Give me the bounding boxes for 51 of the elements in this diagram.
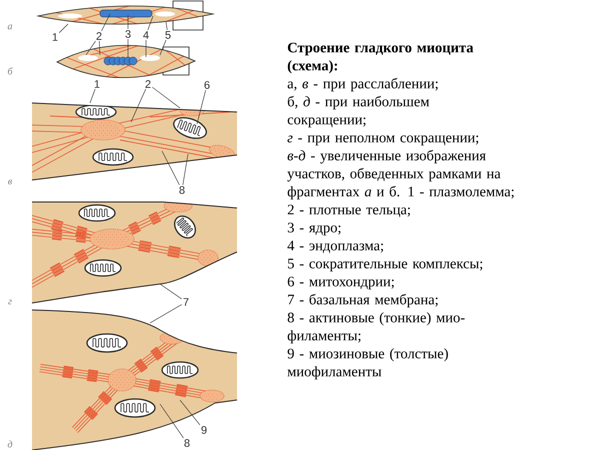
- cell-drawing: [56, 44, 196, 78]
- cell-drawing: [38, 6, 214, 25]
- leader-line: [101, 14, 110, 32]
- leader-line: [196, 90, 206, 124]
- callout-number: 1: [52, 33, 58, 41]
- callout-number: 4: [143, 31, 149, 39]
- legend-text: в-д - увеличенные изображения участков, обведенных рамками на фрагментах а и б. 1 - плазмолемма;: [287, 150, 514, 200]
- leader-line: [148, 16, 154, 30]
- legend-text: 2 - плотные тельца;: [288, 204, 410, 218]
- panel-letter: б: [8, 67, 13, 75]
- callout-number: 3: [125, 30, 131, 38]
- leader-line: [90, 88, 96, 104]
- legend-text: б, д - при наибольшем сокращении;: [288, 96, 430, 128]
- panel-letter: д: [8, 440, 12, 448]
- legend-text: 3 - ядро;: [288, 222, 340, 236]
- callout-number: 5: [165, 31, 171, 39]
- leader-line: [152, 86, 180, 108]
- legend-text: г - при неполном сокращении;: [288, 135, 478, 146]
- panel-letter: а: [8, 24, 12, 30]
- legend-text: 4 - эндоплазма;: [287, 240, 383, 254]
- callout-number: 8: [179, 186, 185, 194]
- legend-text: 8 - актиновые (тонкие) мио-филаменты;: [288, 312, 465, 344]
- leader-line: [162, 150, 180, 186]
- legend-text: 6 - митохондрии;: [288, 276, 394, 290]
- callout-number: 6: [204, 81, 210, 89]
- leader-line: [182, 154, 188, 186]
- legend-text: 5 - сократительные комплексы;: [288, 258, 482, 272]
- legend-text: а, в - при расслаблении;: [288, 78, 438, 92]
- panel-letter: в: [8, 180, 12, 184]
- leader-line: [160, 404, 184, 438]
- callout-number: 8: [184, 439, 190, 447]
- leader-line: [86, 40, 96, 56]
- leader-line: [130, 88, 146, 122]
- legend-text: 9 - миозиновые (толстые) миофиламенты: [288, 348, 448, 380]
- cell-drawing: [32, 102, 238, 180]
- leader-line: [160, 284, 182, 300]
- leader-line: [150, 304, 182, 324]
- title: Строение гладкого миоцита (схема):: [288, 42, 474, 74]
- callout-number: 7: [184, 298, 188, 306]
- callout-number: 1: [94, 80, 100, 88]
- legend-text: 7 - базальная мембрана;: [288, 294, 438, 308]
- leader-line: [58, 24, 68, 34]
- callout-number: 2: [96, 32, 102, 40]
- panel-letter: г: [8, 300, 12, 304]
- leader-line: [166, 22, 168, 30]
- callout-number: 9: [201, 426, 207, 434]
- leader-line: [180, 400, 200, 426]
- leader-line: [98, 40, 100, 56]
- leader-line: [160, 40, 166, 56]
- cell-drawing: [32, 310, 238, 450]
- callout-number: 2: [146, 80, 150, 88]
